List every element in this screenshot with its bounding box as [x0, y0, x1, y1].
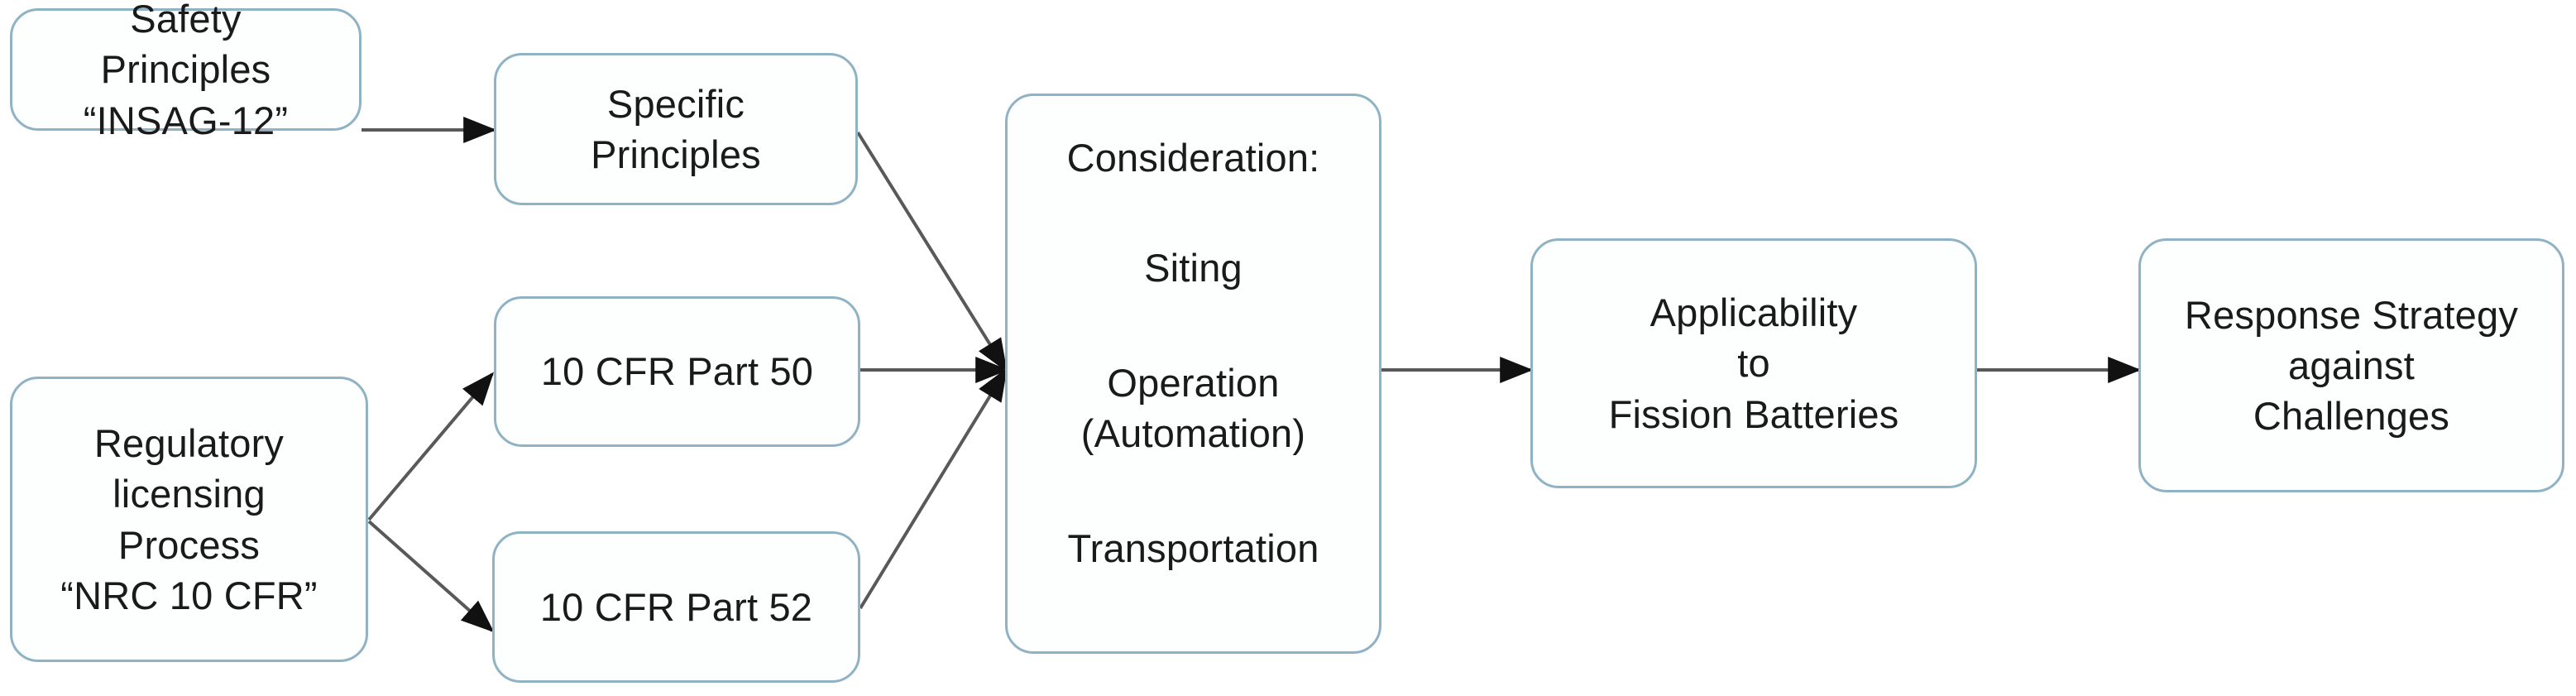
node-response-strategy[interactable]: Response Strategy against Challenges: [2138, 238, 2564, 492]
node-consideration-item-operation: Operation: [1107, 361, 1280, 406]
edge-specific-to-consideration: [856, 131, 1008, 372]
node-consideration-item-transportation: Transportation: [1067, 526, 1319, 571]
node-cfr-part-50-label: 10 CFR Part 50: [540, 349, 814, 394]
node-response-strategy-line-3: Challenges: [2253, 394, 2450, 439]
node-specific-principles-line-1: Specific: [606, 81, 745, 126]
node-safety-principles-line-2: Principles: [100, 47, 271, 92]
node-regulatory-process-line-1: Regulatory: [93, 421, 285, 466]
edge-part52-to-consideration: [859, 367, 1008, 610]
node-specific-principles-line-2: Principles: [591, 132, 761, 176]
node-safety-principles[interactable]: Safety Principles “INSAG-12”: [10, 0, 362, 142]
node-regulatory-process-line-3: Process: [117, 522, 261, 567]
node-cfr-part-52-label: 10 CFR Part 52: [539, 584, 813, 629]
node-safety-principles-line-1: Safety: [130, 0, 242, 41]
node-consideration-item-siting: Siting: [1144, 246, 1243, 290]
node-regulatory-process-line-2: licensing: [113, 472, 266, 516]
node-consideration-item-automation: (Automation): [1080, 411, 1306, 456]
node-regulatory-process-line-4: “NRC 10 CFR”: [60, 573, 318, 617]
node-specific-principles[interactable]: Specific Principles: [494, 53, 858, 205]
node-cfr-part-52[interactable]: 10 CFR Part 52: [492, 531, 860, 683]
edge-regulatory-to-part50: [367, 372, 495, 521]
node-response-strategy-line-2: against: [2288, 343, 2415, 387]
node-consideration[interactable]: Consideration: Siting Operation (Automat…: [1005, 94, 1381, 654]
node-applicability-line-2: to: [1737, 341, 1770, 386]
node-consideration-heading: Consideration:: [1066, 136, 1320, 180]
node-applicability-line-1: Applicability: [1650, 290, 1858, 335]
node-cfr-part-50[interactable]: 10 CFR Part 50: [494, 296, 860, 447]
node-safety-principles-line-3: “INSAG-12”: [83, 98, 289, 142]
node-applicability[interactable]: Applicability to Fission Batteries: [1530, 238, 1977, 488]
node-response-strategy-line-1: Response Strategy: [2184, 292, 2519, 337]
node-applicability-line-3: Fission Batteries: [1608, 391, 1899, 436]
edge-regulatory-to-part52: [367, 520, 495, 633]
node-regulatory-process[interactable]: Regulatory licensing Process “NRC 10 CFR…: [10, 377, 368, 662]
